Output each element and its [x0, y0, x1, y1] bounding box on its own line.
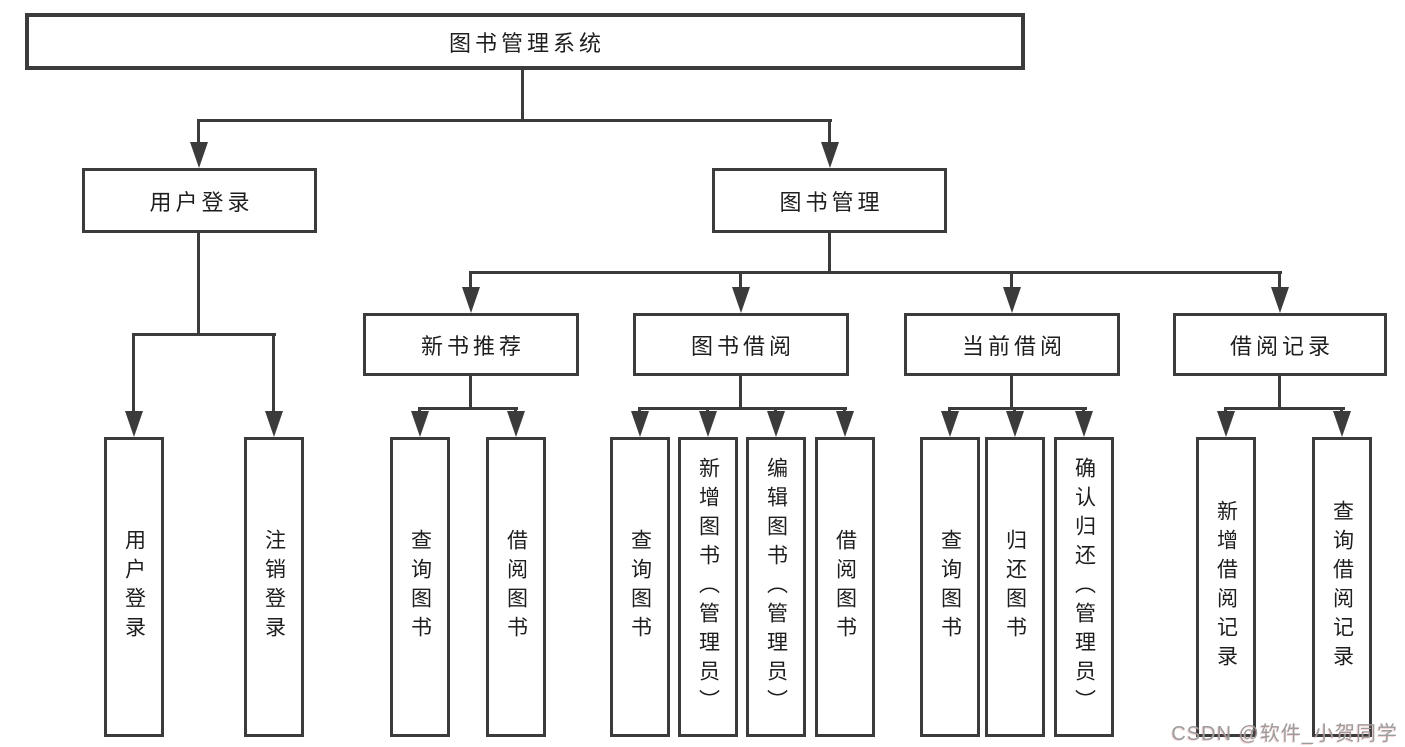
connector-stub-bb-add — [706, 407, 709, 414]
node-new-books: 新书推荐 — [363, 313, 579, 376]
node-user-login-label: 用户登录 — [149, 189, 254, 215]
connector-stub-new-books — [469, 271, 472, 289]
connector-book-management-stem — [828, 233, 831, 273]
connector-stub-book-management — [828, 119, 831, 144]
connector-stub-br-query — [1340, 407, 1343, 414]
node-root-label: 图书管理系统 — [448, 30, 605, 56]
leaf-newbooks-borrow-books-label: 借阅图书 — [504, 529, 528, 645]
arrowhead-book-borrowing — [732, 287, 750, 313]
node-borrowing-records: 借阅记录 — [1173, 313, 1387, 376]
connector-borrowing-records-split — [1224, 407, 1345, 410]
arrowhead-nb-query — [411, 411, 429, 437]
connector-stub-cb-query — [948, 407, 951, 414]
arrowhead-leaf-user-login — [125, 411, 143, 437]
node-new-books-label: 新书推荐 — [420, 333, 525, 359]
connector-stub-user-login — [197, 119, 200, 144]
leaf-user-login: 用户登录 — [104, 437, 164, 737]
leaf-current-return-books: 归还图书 — [985, 437, 1045, 737]
leaf-current-query-books-label: 查询图书 — [938, 529, 962, 645]
arrowhead-current-borrowing — [1003, 287, 1021, 313]
connector-book-management-split — [469, 271, 1282, 274]
leaf-borrowing-query-books: 查询图书 — [610, 437, 670, 737]
connector-current-borrowing-split — [948, 407, 1087, 410]
connector-borrowing-records-stem — [1278, 376, 1281, 409]
connector-current-borrowing-stem — [1010, 376, 1013, 409]
leaf-borrowing-add-books-admin-label: 新增图书（管理员） — [696, 456, 720, 718]
connector-new-books-split — [418, 407, 518, 410]
connector-root-split — [197, 119, 832, 122]
node-user-login: 用户登录 — [82, 168, 317, 233]
connector-stub-bb-edit — [774, 407, 777, 414]
arrowhead-bb-edit — [767, 411, 785, 437]
leaf-borrowing-edit-books-admin: 编辑图书（管理员） — [746, 437, 806, 737]
connector-stub-current-borrowing — [1010, 271, 1013, 289]
leaf-records-add-record: 新增借阅记录 — [1196, 437, 1256, 737]
leaf-logout-label: 注销登录 — [262, 529, 286, 645]
leaf-user-login-label: 用户登录 — [122, 529, 146, 645]
node-book-management: 图书管理 — [712, 168, 947, 233]
connector-user-login-split — [132, 333, 276, 336]
connector-new-books-stem — [469, 376, 472, 409]
leaf-borrowing-add-books-admin: 新增图书（管理员） — [678, 437, 738, 737]
leaf-newbooks-borrow-books: 借阅图书 — [486, 437, 546, 737]
connector-book-borrowing-split — [638, 407, 847, 410]
arrowhead-cb-confirm — [1075, 411, 1093, 437]
leaf-newbooks-query-books: 查询图书 — [390, 437, 450, 737]
node-current-borrowing: 当前借阅 — [904, 313, 1120, 376]
arrowhead-br-add — [1217, 411, 1235, 437]
connector-stub-leaf-user-login — [132, 333, 135, 413]
leaf-borrowing-edit-books-admin-label: 编辑图书（管理员） — [764, 456, 788, 718]
connector-root-stem — [521, 70, 524, 121]
connector-stub-borrowing-records — [1278, 271, 1281, 289]
connector-stub-cb-confirm — [1082, 407, 1085, 414]
node-current-borrowing-label: 当前借阅 — [961, 333, 1066, 359]
arrowhead-bb-add — [699, 411, 717, 437]
node-book-management-label: 图书管理 — [779, 189, 884, 215]
arrowhead-nb-borrow — [507, 411, 525, 437]
arrowhead-cb-return — [1006, 411, 1024, 437]
arrowhead-borrowing-records — [1271, 287, 1289, 313]
arrowhead-book-management — [821, 142, 839, 168]
connector-stub-nb-borrow — [514, 407, 517, 414]
connector-stub-leaf-logout — [272, 333, 275, 413]
leaf-current-confirm-return-admin-label: 确认归还（管理员） — [1072, 456, 1096, 718]
node-book-borrowing-label: 图书借阅 — [690, 333, 795, 359]
leaf-current-query-books: 查询图书 — [920, 437, 980, 737]
connector-stub-cb-return — [1013, 407, 1016, 414]
connector-stub-book-borrowing — [739, 271, 742, 289]
connector-book-borrowing-stem — [739, 376, 742, 409]
connector-stub-nb-query — [418, 407, 421, 414]
arrowhead-new-books — [462, 287, 480, 313]
arrowhead-bb-borrow — [836, 411, 854, 437]
connector-stub-bb-query — [638, 407, 641, 414]
leaf-records-query-record-label: 查询借阅记录 — [1330, 500, 1354, 674]
arrowhead-cb-query — [941, 411, 959, 437]
leaf-records-add-record-label: 新增借阅记录 — [1214, 500, 1238, 674]
node-book-borrowing: 图书借阅 — [633, 313, 849, 376]
csdn-watermark: CSDN @软件_小贺同学 — [1171, 723, 1398, 745]
node-root: 图书管理系统 — [25, 13, 1025, 70]
leaf-logout: 注销登录 — [244, 437, 304, 737]
node-borrowing-records-label: 借阅记录 — [1229, 333, 1334, 359]
leaf-current-return-books-label: 归还图书 — [1003, 529, 1027, 645]
arrowhead-br-query — [1333, 411, 1351, 437]
arrowhead-leaf-logout — [265, 411, 283, 437]
connector-stub-bb-borrow — [843, 407, 846, 414]
leaf-records-query-record: 查询借阅记录 — [1312, 437, 1372, 737]
leaf-borrowing-borrow-books: 借阅图书 — [815, 437, 875, 737]
leaf-borrowing-query-books-label: 查询图书 — [628, 529, 652, 645]
leaf-newbooks-query-books-label: 查询图书 — [408, 529, 432, 645]
leaf-borrowing-borrow-books-label: 借阅图书 — [833, 529, 857, 645]
connector-user-login-stem — [197, 233, 200, 335]
connector-stub-br-add — [1224, 407, 1227, 414]
leaf-current-confirm-return-admin: 确认归还（管理员） — [1054, 437, 1114, 737]
arrowhead-bb-query — [631, 411, 649, 437]
arrowhead-user-login — [190, 142, 208, 168]
